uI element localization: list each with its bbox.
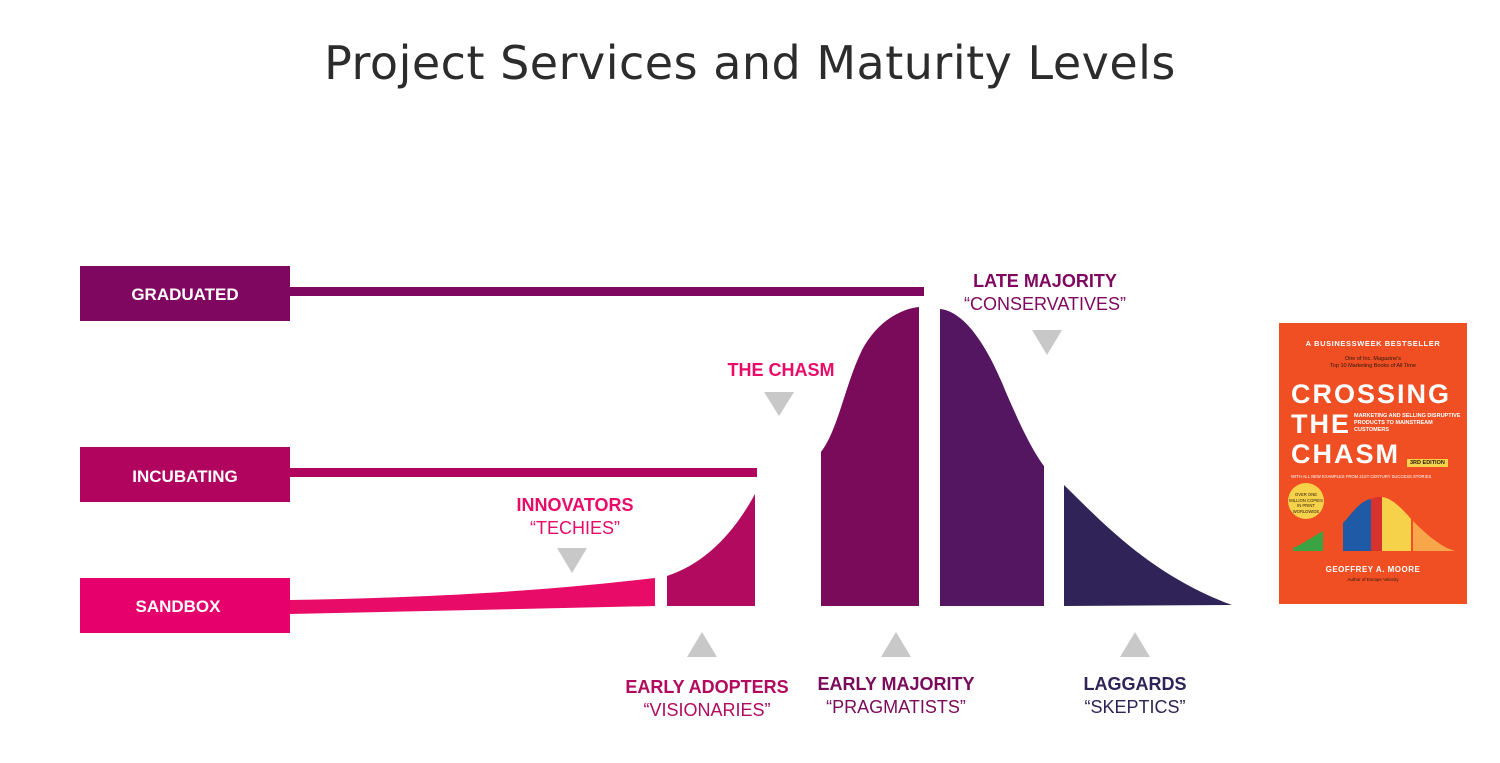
incubating-line [288, 468, 757, 477]
early-majority-name: EARLY MAJORITY [817, 674, 974, 694]
laggards-nickname: “SKEPTICS” [1084, 697, 1185, 717]
book-cover: A BUSINESSWEEK BESTSELLER One of Inc. Ma… [1279, 323, 1467, 604]
level-graduated: GRADUATED [80, 266, 924, 321]
early-adopters-nickname: “VISIONARIES” [643, 700, 770, 720]
segment-early-majority [821, 307, 919, 606]
innovators-name: INNOVATORS [516, 495, 633, 515]
graduated-label: GRADUATED [131, 285, 238, 304]
laggards-name: LAGGARDS [1084, 674, 1187, 694]
arrow-chasm [764, 392, 794, 416]
chasm-label: THE CHASM [728, 360, 835, 380]
arrow-innovators [557, 548, 587, 573]
book-byline: Author of Escape Velocity [1279, 577, 1467, 582]
graduated-line [288, 287, 924, 296]
book-curve-green [1293, 531, 1323, 551]
arrow-early-majority [881, 632, 911, 657]
early-majority-nickname: “PRAGMATISTS” [826, 697, 966, 717]
segment-late-majority [940, 309, 1044, 606]
arrow-early-adopters [687, 632, 717, 657]
segment-laggards [1064, 485, 1232, 606]
sandbox-label: SANDBOX [135, 597, 221, 616]
book-curve-orange [1413, 521, 1455, 551]
segment-innovators [290, 578, 655, 614]
arrow-laggards [1120, 632, 1150, 657]
innovators-nickname: “TECHIES” [530, 518, 620, 538]
incubating-label: INCUBATING [132, 467, 237, 486]
book-curve-graphic [1279, 323, 1467, 604]
late-majority-nickname: “CONSERVATIVES” [964, 294, 1126, 314]
book-curve-yellow [1382, 497, 1411, 551]
arrow-late-majority [1032, 330, 1062, 355]
book-curve-blue [1343, 499, 1371, 551]
segment-early-adopters [667, 494, 755, 606]
early-adopters-name: EARLY ADOPTERS [625, 677, 788, 697]
level-sandbox: SANDBOX [80, 578, 290, 633]
level-incubating: INCUBATING [80, 447, 757, 502]
late-majority-name: LATE MAJORITY [973, 271, 1117, 291]
book-curve-red [1371, 497, 1382, 551]
book-author: GEOFFREY A. MOORE [1279, 565, 1467, 574]
